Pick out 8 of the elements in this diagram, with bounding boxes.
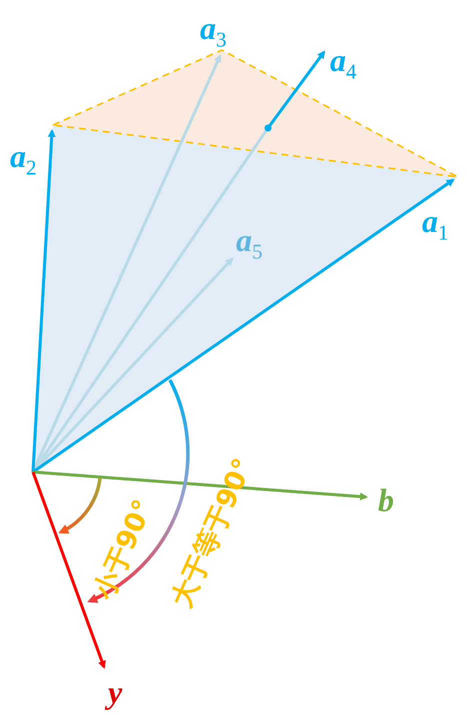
- vector-label: a$_{1}$: [422, 205, 448, 244]
- angle-label: 小于90°: [90, 496, 158, 603]
- vector-label: a$_{2}$: [10, 140, 36, 178]
- vector-label: a$_{5}$: [236, 224, 262, 262]
- vector-label: a$_{3}$: [200, 12, 226, 50]
- vector-label: b: [378, 484, 394, 516]
- vector-label: a$_{4}$: [330, 44, 356, 82]
- angle-label: 大于等于90°: [168, 454, 258, 611]
